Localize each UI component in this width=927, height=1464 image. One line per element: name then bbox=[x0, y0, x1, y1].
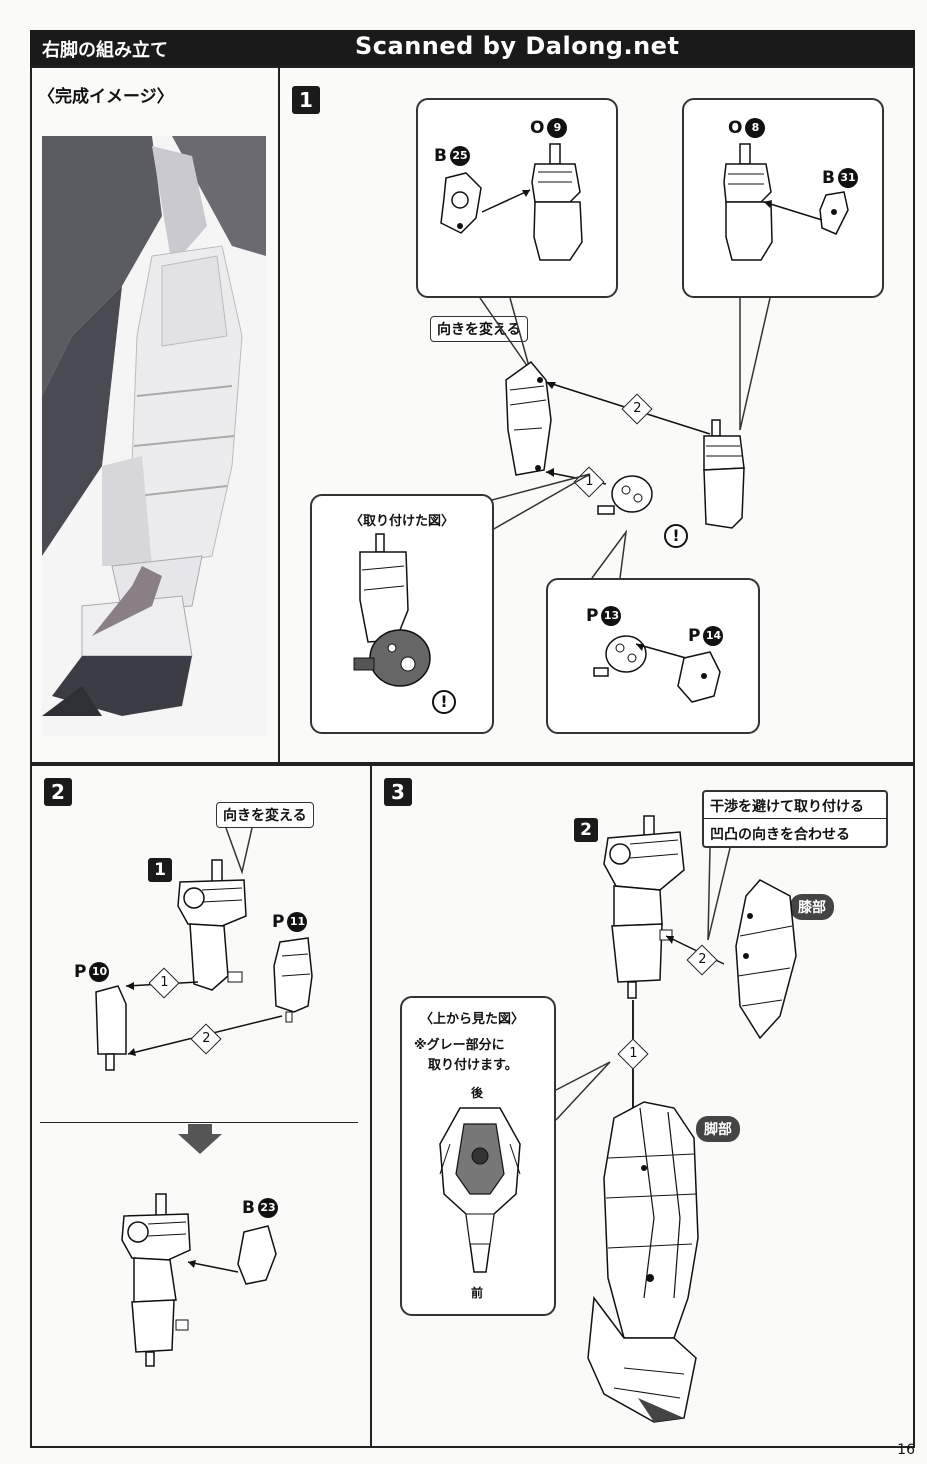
finished-image-label: 〈完成イメージ〉 bbox=[38, 87, 174, 107]
part-b25-drawing bbox=[440, 172, 482, 234]
step1-thigh-drawing bbox=[505, 360, 552, 476]
step2-ref-step1: 1 bbox=[148, 858, 172, 882]
part-o8-drawing bbox=[723, 143, 773, 261]
step1-attached-view-drawing bbox=[353, 533, 431, 687]
step1-attached-view-label: 〈取り付けた図〉 bbox=[350, 514, 455, 529]
part-p13-drawing bbox=[593, 635, 647, 677]
bottom-frame bbox=[30, 764, 915, 1448]
step2-change-direction-tag: 向きを変える bbox=[216, 802, 314, 828]
part-p11-drawing bbox=[273, 937, 313, 1023]
step3-note-avoid-interference: 干渉を避けて取り付ける bbox=[710, 799, 864, 815]
step1-warning-icon: ! bbox=[664, 524, 688, 548]
step3-top-view-label: 〈上から見た図〉 bbox=[420, 1012, 525, 1027]
step3-gray-note-line1: ※グレー部分に bbox=[414, 1038, 505, 1053]
step3-foot-label: 脚部 bbox=[696, 1116, 740, 1142]
step1-attached-warning-icon: ! bbox=[432, 690, 456, 714]
step2-tag-pointer bbox=[225, 827, 253, 875]
step1-change-direction-tag: 向きを変える bbox=[430, 316, 528, 342]
step2-next-arrow bbox=[178, 1124, 222, 1154]
step2-result-drawing bbox=[121, 1193, 191, 1367]
step1-parts-arrow bbox=[635, 643, 687, 659]
step1-arrow-b25 bbox=[481, 189, 531, 213]
step3-upper-leg-drawing bbox=[603, 815, 685, 999]
part-b23-drawing bbox=[237, 1225, 277, 1285]
part-p14-drawing bbox=[677, 651, 721, 703]
section-title: 右脚の組み立て bbox=[42, 40, 168, 61]
bottom-divider bbox=[370, 764, 372, 1448]
step1-arrow-b31 bbox=[763, 200, 823, 221]
top-frame bbox=[30, 66, 915, 764]
page-number: 16 bbox=[897, 1442, 915, 1458]
step1-attached-pointer bbox=[491, 473, 591, 531]
step3-gray-note-line2: 取り付けます。 bbox=[428, 1058, 518, 1073]
step1-joint-drawing bbox=[597, 475, 653, 515]
part-p10-drawing bbox=[95, 985, 127, 1071]
step2-thigh-drawing bbox=[177, 859, 247, 991]
step3-number: 3 bbox=[384, 778, 412, 806]
step3-notes-pointer bbox=[707, 847, 731, 941]
scan-watermark: Scanned by Dalong.net bbox=[355, 32, 680, 60]
step2-number: 2 bbox=[44, 778, 72, 806]
step3-notes-box bbox=[702, 790, 888, 848]
step3-back-label: 後 bbox=[471, 1086, 484, 1100]
step3-knee-label: 膝部 bbox=[790, 894, 834, 920]
finished-leg-photo bbox=[42, 136, 266, 736]
step3-notes-divider bbox=[704, 818, 886, 819]
step3-top-view-drawing bbox=[439, 1107, 521, 1273]
step1-number: 1 bbox=[292, 86, 320, 114]
step3-front-label: 前 bbox=[471, 1286, 484, 1300]
step1-parts-pointer bbox=[591, 530, 628, 579]
step3-foot-drawing bbox=[587, 1101, 699, 1423]
step1-parts-callout bbox=[546, 578, 760, 734]
step2-b23-arrow bbox=[187, 1260, 239, 1273]
top-divider bbox=[278, 66, 280, 764]
part-o9-drawing bbox=[531, 143, 583, 261]
step3-knee-armor-drawing bbox=[735, 879, 797, 1040]
step3-ref-step2: 2 bbox=[574, 818, 598, 842]
part-b31-drawing bbox=[819, 191, 849, 235]
step2-separator bbox=[40, 1122, 358, 1123]
section-header: 右脚の組み立て Scanned by Dalong.net bbox=[30, 30, 915, 66]
step3-note-align-direction: 凹凸の向きを合わせる bbox=[710, 827, 850, 843]
step1-callout-right bbox=[682, 98, 884, 298]
step1-lower-part-drawing bbox=[703, 419, 745, 529]
step3-top-view-pointer bbox=[555, 1061, 611, 1121]
